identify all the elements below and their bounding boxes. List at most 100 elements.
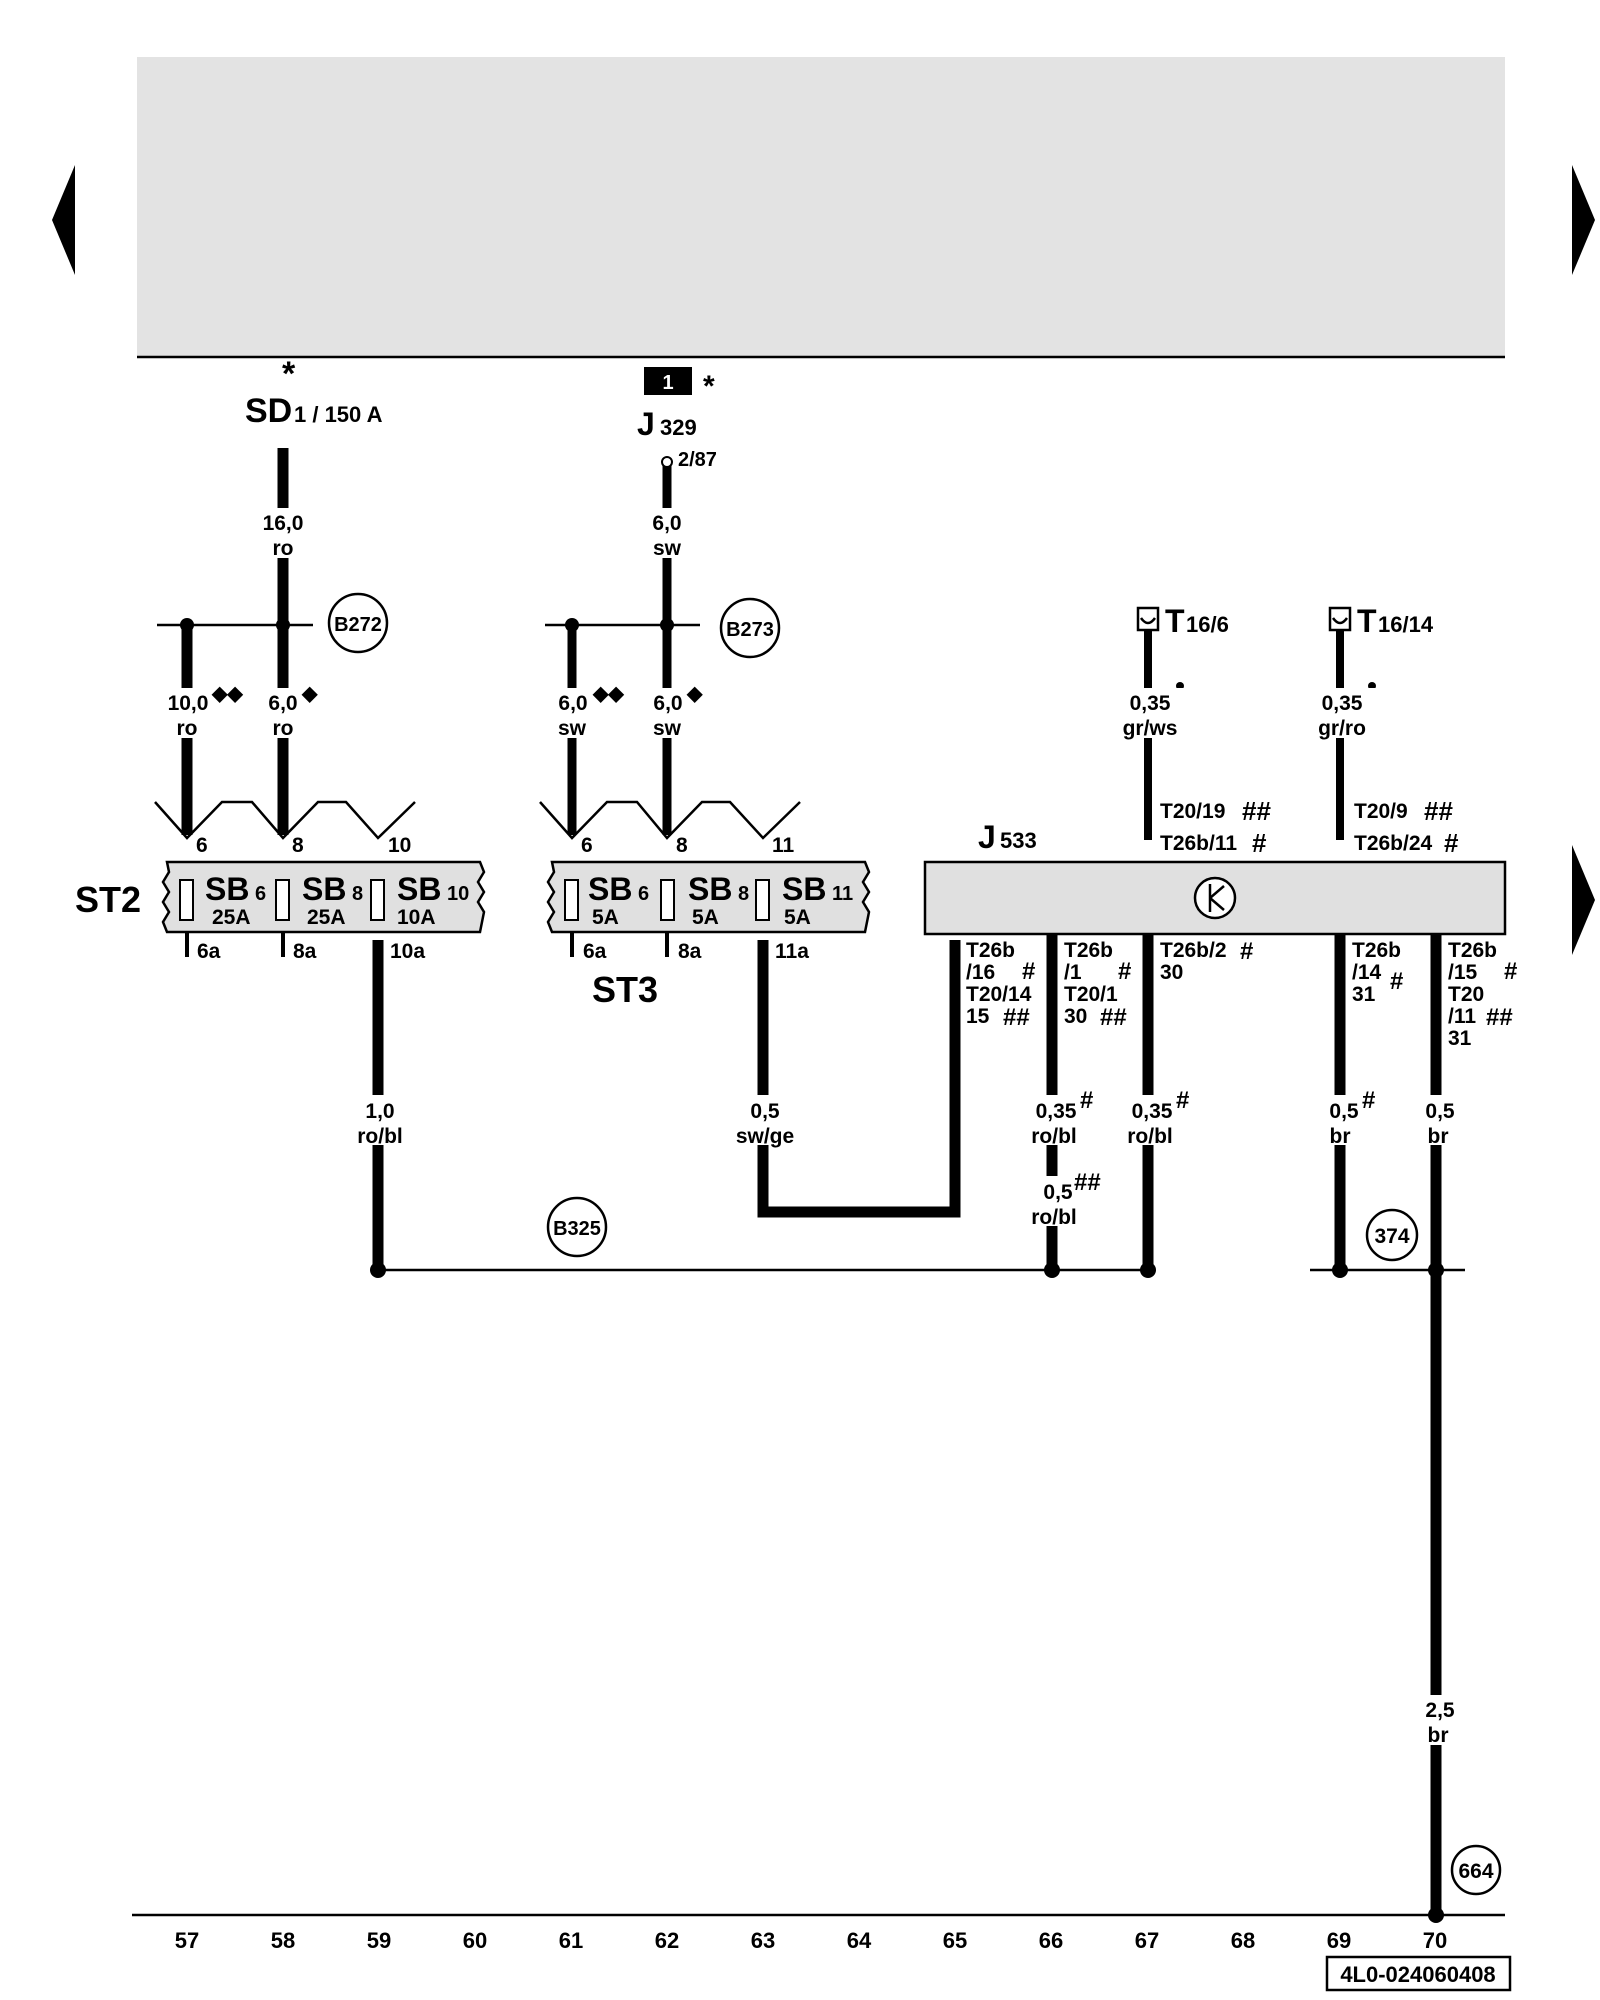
st2-fuse-3-rating: 10A xyxy=(397,906,436,929)
st2-8-mark: ◆ xyxy=(301,683,318,705)
st2-fuse-2-name: SB xyxy=(302,871,346,907)
st3-bus-link xyxy=(539,800,801,840)
t16-6-connector-mark xyxy=(1139,617,1157,625)
st2-fuse-2-sub: 8 xyxy=(352,883,363,905)
grid-number-69: 69 xyxy=(1327,1928,1351,1953)
st2-pin-bottom-2: 8a xyxy=(293,940,317,963)
grid-number-58: 58 xyxy=(271,1928,295,1953)
j533-pin-t20-9: T20/9 xyxy=(1354,800,1408,823)
st2-fuse-2-symbol xyxy=(275,879,290,921)
j533-pin-t26b-11-mark: # xyxy=(1252,828,1267,858)
w59-gauge: 1,0 xyxy=(365,1100,394,1123)
grid-number-63: 63 xyxy=(751,1928,775,1953)
grid-number-57: 57 xyxy=(175,1928,199,1953)
grid-number-59: 59 xyxy=(367,1928,391,1953)
grid-number-70: 70 xyxy=(1423,1928,1447,1953)
w67-bot-gauge: 0,35 xyxy=(1132,1100,1173,1123)
j533-p66-line2: /1 xyxy=(1064,961,1082,984)
t16-6-sublabel: 16/6 xyxy=(1186,612,1229,637)
st3-6-mark: ◆◆ xyxy=(592,683,624,705)
st2-8-color: ro xyxy=(273,717,294,740)
w70-main-label-bg xyxy=(1412,1695,1462,1745)
j533-p70-line1: T26b xyxy=(1448,939,1497,962)
b273-label: B273 xyxy=(726,619,774,641)
j533-transistor-collector xyxy=(1209,885,1225,899)
st3-6-color: sw xyxy=(558,717,587,740)
st3-fuse-2-rating: 5A xyxy=(692,906,719,929)
w69-bot-color: br xyxy=(1330,1125,1351,1148)
grid-number-64: 64 xyxy=(847,1928,872,1953)
grid-number-68: 68 xyxy=(1231,1928,1255,1953)
st2-pin-bottom-1: 6a xyxy=(197,940,221,963)
j329-ref-number: 1 xyxy=(662,372,673,394)
j533-p70-mark2: ## xyxy=(1486,1004,1513,1031)
st2-bus-link xyxy=(154,800,416,840)
st3-8-mark: ◆ xyxy=(686,683,703,705)
w66b-gauge: 0,5 xyxy=(1043,1181,1073,1204)
b325-label: B325 xyxy=(553,1218,601,1240)
b272-circle xyxy=(327,592,389,654)
j533-p70-mark1: # xyxy=(1504,958,1517,985)
w67-bot-color: ro/bl xyxy=(1127,1125,1173,1148)
next-section-arrow-icon[interactable] xyxy=(1572,845,1595,955)
w67-top-label-bg xyxy=(1110,688,1190,738)
prev-page-arrow-icon[interactable] xyxy=(52,165,75,275)
w66b-color: ro/bl xyxy=(1031,1206,1077,1229)
c664-label: 664 xyxy=(1458,1860,1493,1883)
w70-label-bg xyxy=(1414,1095,1458,1145)
w63-label-bg xyxy=(730,1095,796,1145)
st3-fuse-1-rating: 5A xyxy=(592,906,619,929)
st2-label: ST2 xyxy=(75,879,141,920)
w67-bot-mark: # xyxy=(1176,1087,1189,1114)
w66b-mark: ## xyxy=(1074,1169,1101,1196)
j533-pin-t26b-11: T26b/11 xyxy=(1160,832,1237,855)
j329-mark: * xyxy=(703,370,715,403)
grid-number-60: 60 xyxy=(463,1928,487,1953)
st3-fuse-1-symbol xyxy=(564,879,579,921)
j533-p69-line1: T26b xyxy=(1352,939,1401,962)
j533-p65-mark1: # xyxy=(1022,958,1035,985)
j533-p65-line3: T20/14 xyxy=(966,983,1032,1006)
w62-gauge: 6,0 xyxy=(652,512,681,535)
c664-circle xyxy=(1450,1844,1502,1896)
sd-label: SD xyxy=(245,392,292,430)
j533-p66-mark1: # xyxy=(1118,958,1131,985)
w63-gauge: 0,5 xyxy=(750,1100,780,1123)
w66b-label-bg xyxy=(1030,1176,1084,1226)
c374-node-70 xyxy=(1428,1262,1444,1278)
st3-fuse-1-sub: 6 xyxy=(638,883,649,905)
j533-pin-t20-9-mark: ## xyxy=(1424,796,1453,826)
j329-pin-connector xyxy=(661,456,673,468)
st2-6-color: ro xyxy=(177,717,198,740)
j329-sublabel: 329 xyxy=(660,415,697,440)
c374-label: 374 xyxy=(1374,1225,1409,1248)
t16-6-label: T xyxy=(1165,603,1185,639)
j533-p66-line1: T26b xyxy=(1064,939,1113,962)
st3-fuse-3-name: SB xyxy=(782,871,826,907)
next-page-arrow-icon[interactable] xyxy=(1572,165,1595,275)
st3-fuse-3-rating: 5A xyxy=(784,906,811,929)
st3-pin-bottom-3: 11a xyxy=(775,940,809,963)
grid-number-66: 66 xyxy=(1039,1928,1063,1953)
t16-14-sublabel: 16/14 xyxy=(1378,612,1434,637)
w58-label-bg xyxy=(255,508,311,558)
st2-fuse-holder xyxy=(161,860,486,934)
b272-label: B272 xyxy=(334,614,382,636)
st2-6-mark: ◆◆ xyxy=(211,683,243,705)
st2-fuse-1-symbol xyxy=(179,879,194,921)
w67-top-color: gr/ws xyxy=(1123,717,1178,740)
w62-color: sw xyxy=(653,537,682,560)
st3-fuse-2-name: SB xyxy=(688,871,732,907)
w66a-color: ro/bl xyxy=(1031,1125,1077,1148)
st3-fuse-2-symbol xyxy=(660,879,675,921)
st2-fuse-2-rating: 25A xyxy=(307,906,346,929)
st3-fuse-3-sub: 11 xyxy=(832,883,853,905)
j533-p69-line3: 31 xyxy=(1352,983,1376,1006)
j533-p66-line3: T20/1 xyxy=(1064,983,1118,1006)
st3-pin-bottom-2: 8a xyxy=(678,940,702,963)
st2-fuse-1-rating: 25A xyxy=(212,906,251,929)
st3-pin-top-2: 8 xyxy=(676,834,688,857)
st3-pin-top-1: 6 xyxy=(581,834,593,857)
st3-pin-bottom-1: 6a xyxy=(583,940,607,963)
